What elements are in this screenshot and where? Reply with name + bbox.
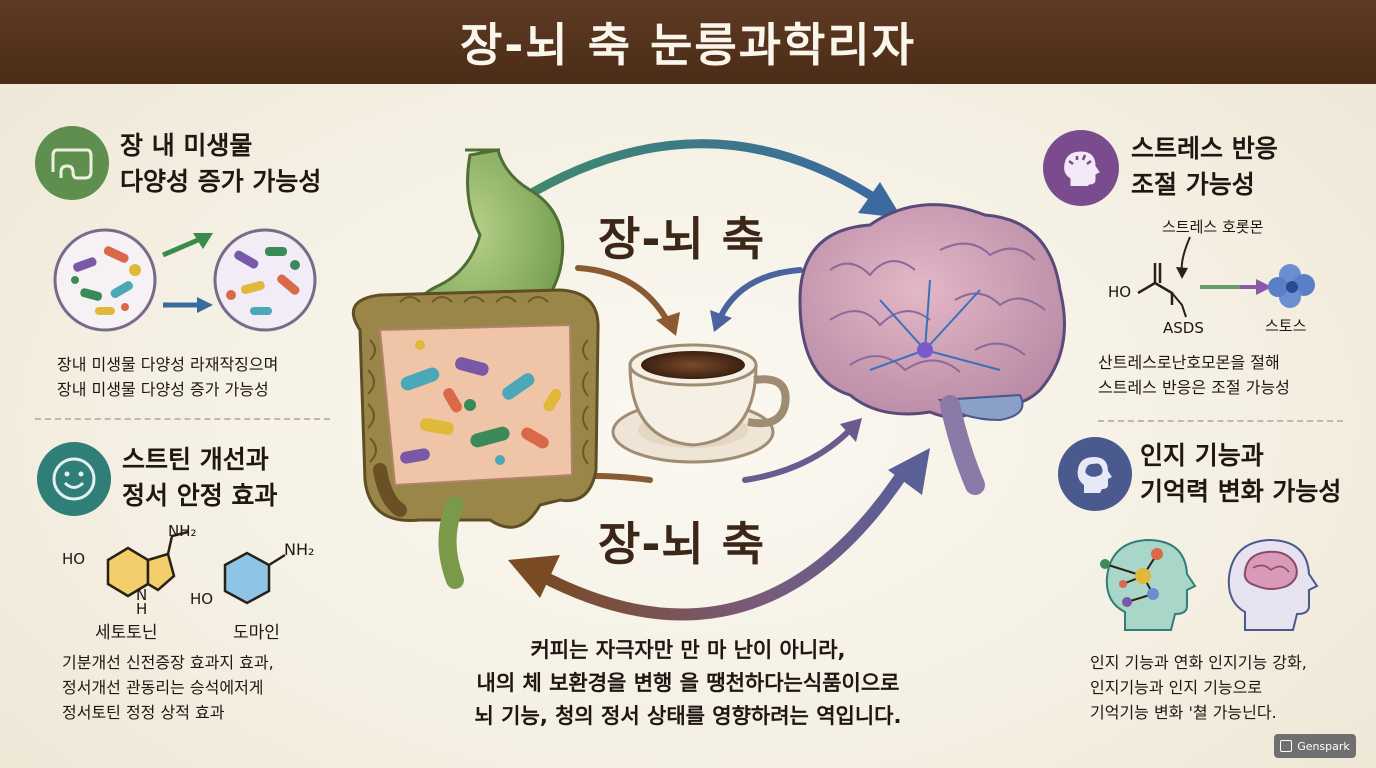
head-stress-icon <box>1043 130 1119 206</box>
head-brain-icon <box>1058 437 1132 511</box>
left-top-heading-line2: 다양성 증가 가능성 <box>120 167 322 196</box>
bottom-arc-arrow <box>534 464 911 621</box>
left-bottom-body-line1: 기분개선 신전증장 효과지 효과, <box>62 653 274 672</box>
left-top-body: 장내 미생물 다양성 라재작징으며 장내 미생물 다양성 증가 가능성 <box>57 352 278 402</box>
center-caption-line3: 뇌 기능, 청의 정서 상태를 영향하려는 역입니다. <box>474 704 902 728</box>
right-bottom-heading: 인지 기능과 기억력 변화 가능성 <box>1140 438 1341 510</box>
left-top-heading: 장 내 미생물 다양성 증가 가능성 <box>120 128 321 200</box>
right-bottom-body: 인지 기능과 연화 인지기능 강화, 인지기능과 인지 기능으로 기억기능 변화… <box>1090 650 1307 725</box>
serotonin-name: 세토토닌 <box>95 623 158 643</box>
right-top-body: 산트레스로난호모몬을 절해 스트레스 반응은 조절 가능성 <box>1098 350 1290 400</box>
dopamine-oh: HO <box>190 590 214 608</box>
microbiome-diagram <box>53 228 317 332</box>
brand-badge[interactable]: Genspark <box>1274 734 1356 758</box>
center-caption: 커피는 자극자만 만 마 난이 아니라, 내의 체 보환경을 변행 을 땡천하다… <box>418 634 958 733</box>
brand-label: Genspark <box>1297 739 1350 753</box>
left-bottom-body-line2: 정서개선 관동리는 승석에저게 <box>62 678 264 697</box>
stress-hormone-label: 스트레스 호롯몬 <box>1162 218 1264 236</box>
serotonin-structure <box>106 530 189 598</box>
hormone-ho: HO <box>1108 283 1132 301</box>
arrow-coffee-to-brain <box>742 427 853 483</box>
coffee-cup-illustration <box>611 343 790 464</box>
right-bottom-heading-line1: 인지 기능과 <box>1140 441 1264 470</box>
intestine-icon <box>35 126 109 200</box>
top-arc-arrow <box>515 139 875 205</box>
brain-illustration <box>798 203 1066 495</box>
left-top-body-line2: 장내 미생물 다양성 증가 가능성 <box>57 380 269 399</box>
left-top-body-line1: 장내 미생물 다양성 라재작징으며 <box>57 355 279 374</box>
smiley-icon <box>37 442 111 516</box>
dopamine-nh2: NH₂ <box>284 540 315 559</box>
axis-label-top: 장-뇌 축 <box>598 212 766 266</box>
left-bottom-body: 기분개선 신전증장 효과지 효과, 정서개선 관동리는 승석에저게 정서토틴 정… <box>62 650 274 725</box>
brain-neurons <box>869 279 1001 371</box>
gut-bacteria <box>400 340 562 465</box>
right-bottom-body-line2: 인지기능과 인지 기능으로 <box>1090 678 1263 697</box>
cognition-diagram <box>1100 538 1319 631</box>
brand-logo-icon <box>1280 740 1293 752</box>
intestine-illustration <box>351 288 600 589</box>
asds-label: ASDS <box>1163 319 1204 337</box>
right-bottom-body-line3: 기억기능 변화 '쳘 가능닌다. <box>1090 703 1277 722</box>
brain-neuron-core <box>917 342 933 358</box>
dopamine-structure <box>223 551 286 605</box>
right-top-heading: 스트레스 반응 조절 가능성 <box>1131 131 1278 203</box>
arrow-brain-to-coffee-head <box>710 310 732 332</box>
right-top-body-line2: 스트레스 반응은 조절 가능성 <box>1098 378 1290 397</box>
serotonin-nh: N H <box>136 586 148 618</box>
page-title: 장-뇌 축 눈릉과학리자 <box>459 18 916 72</box>
title-banner: 장-뇌 축 눈릉과학리자 <box>0 0 1376 84</box>
right-top-heading-line2: 조절 가능성 <box>1131 170 1255 199</box>
right-top-body-line1: 산트레스로난호모몬을 절해 <box>1098 353 1280 372</box>
serotonin-oh: HO <box>62 550 86 568</box>
right-top-heading-line1: 스트레스 반응 <box>1131 134 1278 163</box>
bottom-arc-arrowhead-right <box>888 448 930 495</box>
right-bottom-heading-line2: 기억력 변화 가능성 <box>1140 477 1342 506</box>
axis-label-bottom: 장-뇌 축 <box>598 517 766 571</box>
right-bottom-body-line1: 인지 기능과 연화 인지기능 강화, <box>1090 653 1307 672</box>
stress-molecule-blob <box>1268 264 1315 308</box>
left-top-heading-line1: 장 내 미생물 <box>120 131 253 160</box>
dopamine-name: 도마인 <box>233 623 280 643</box>
neural-network-nodes <box>1100 548 1163 607</box>
arrow-gut-to-coffee <box>575 265 671 325</box>
right-divider <box>1098 420 1343 422</box>
bottom-arc-arrowhead <box>508 555 560 598</box>
left-bottom-heading: 스트틴 개선과 정서 안정 효과 <box>122 442 277 514</box>
top-arc-arrowhead <box>858 182 902 218</box>
stress-hormone-diagram <box>1137 236 1315 318</box>
arrow-coffee-to-brain-head <box>840 418 862 442</box>
left-bottom-heading-line1: 스트틴 개선과 <box>122 445 269 474</box>
left-divider <box>35 418 330 420</box>
left-bottom-heading-line2: 정서 안정 효과 <box>122 481 278 510</box>
serotonin-nh2: NH₂ <box>168 522 197 540</box>
arrow-gut-to-coffee-head <box>656 312 680 336</box>
center-caption-line2: 내의 체 보환경을 변행 을 땡천하다는식품이으로 <box>476 671 900 695</box>
center-caption-line1: 커피는 자극자만 만 마 난이 아니라, <box>530 638 846 662</box>
left-bottom-body-line3: 정서토틴 정정 상적 효과 <box>62 703 225 722</box>
arrow-brain-to-coffee <box>717 267 803 321</box>
stress-label: 스토스 <box>1265 317 1307 335</box>
